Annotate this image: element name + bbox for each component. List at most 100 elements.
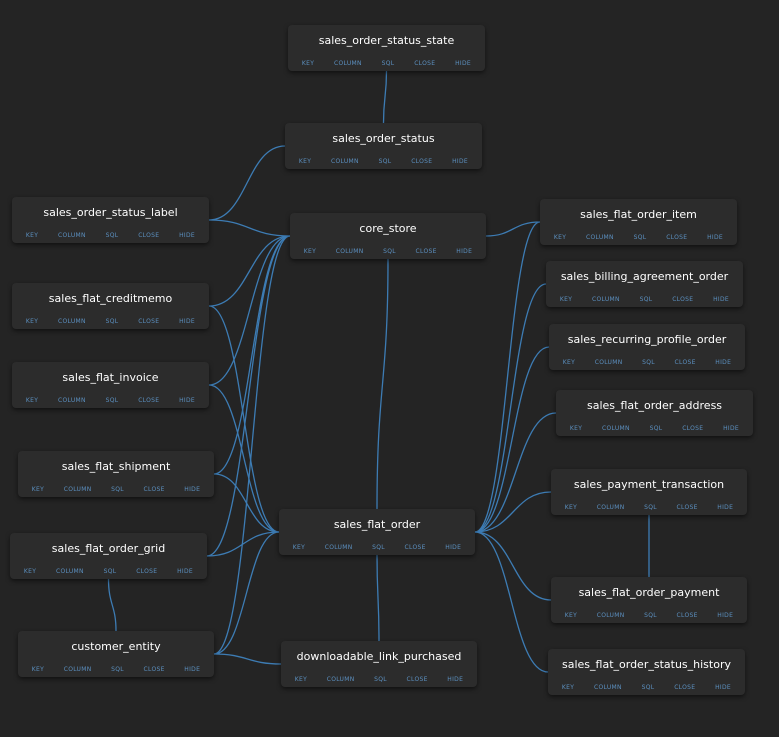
column-action[interactable]: COLUMN bbox=[601, 424, 630, 432]
column-action[interactable]: COLUMN bbox=[596, 611, 625, 619]
hide-action[interactable]: HIDE bbox=[445, 543, 462, 551]
sql-action[interactable]: SQL bbox=[378, 157, 392, 165]
close-action[interactable]: CLOSE bbox=[674, 683, 696, 691]
close-action[interactable]: CLOSE bbox=[143, 665, 165, 673]
column-action[interactable]: COLUMN bbox=[324, 543, 353, 551]
close-action[interactable]: CLOSE bbox=[411, 157, 433, 165]
key-action[interactable]: KEY bbox=[25, 396, 39, 404]
key-action[interactable]: KEY bbox=[23, 567, 37, 575]
sql-action[interactable]: SQL bbox=[105, 396, 119, 404]
column-action[interactable]: COLUMN bbox=[57, 231, 86, 239]
close-action[interactable]: CLOSE bbox=[138, 396, 160, 404]
sql-action[interactable]: SQL bbox=[111, 665, 124, 673]
column-action[interactable]: COLUMN bbox=[593, 683, 622, 691]
column-action[interactable]: COLUMN bbox=[63, 485, 92, 493]
hide-action[interactable]: HIDE bbox=[456, 247, 473, 255]
close-action[interactable]: CLOSE bbox=[406, 675, 428, 683]
column-action[interactable]: COLUMN bbox=[596, 503, 625, 511]
hide-action[interactable]: HIDE bbox=[707, 233, 724, 241]
key-action[interactable]: KEY bbox=[25, 231, 39, 239]
close-action[interactable]: CLOSE bbox=[674, 358, 696, 366]
hide-action[interactable]: HIDE bbox=[723, 424, 740, 432]
key-action[interactable]: KEY bbox=[553, 233, 567, 241]
key-action[interactable]: KEY bbox=[569, 424, 583, 432]
column-action[interactable]: COLUMN bbox=[55, 567, 84, 575]
close-action[interactable]: CLOSE bbox=[404, 543, 426, 551]
close-action[interactable]: CLOSE bbox=[676, 611, 698, 619]
sql-action[interactable]: SQL bbox=[374, 675, 387, 683]
key-action[interactable]: KEY bbox=[562, 358, 576, 366]
key-action[interactable]: KEY bbox=[559, 295, 573, 303]
close-action[interactable]: CLOSE bbox=[415, 247, 437, 255]
column-action[interactable]: COLUMN bbox=[57, 317, 86, 325]
key-action[interactable]: KEY bbox=[303, 247, 317, 255]
hide-action[interactable]: HIDE bbox=[447, 675, 464, 683]
hide-action[interactable]: HIDE bbox=[455, 59, 472, 67]
sql-action[interactable]: SQL bbox=[644, 611, 657, 619]
column-action[interactable]: COLUMN bbox=[330, 157, 359, 165]
sql-action[interactable]: SQL bbox=[381, 59, 395, 67]
sql-action[interactable]: SQL bbox=[105, 317, 119, 325]
key-action[interactable]: KEY bbox=[561, 683, 575, 691]
key-action[interactable]: KEY bbox=[31, 665, 45, 673]
hide-action[interactable]: HIDE bbox=[715, 358, 732, 366]
hide-action[interactable]: HIDE bbox=[717, 611, 734, 619]
sql-action[interactable]: SQL bbox=[383, 247, 396, 255]
sql-action[interactable]: SQL bbox=[633, 233, 647, 241]
sql-action[interactable]: SQL bbox=[103, 567, 117, 575]
key-action[interactable]: KEY bbox=[25, 317, 39, 325]
sql-action[interactable]: SQL bbox=[641, 683, 655, 691]
column-action[interactable]: COLUMN bbox=[591, 295, 620, 303]
close-action[interactable]: CLOSE bbox=[672, 295, 694, 303]
close-action[interactable]: CLOSE bbox=[138, 317, 160, 325]
sql-action[interactable]: SQL bbox=[105, 231, 119, 239]
sql-action[interactable]: SQL bbox=[649, 424, 663, 432]
key-action[interactable]: KEY bbox=[31, 485, 45, 493]
close-action[interactable]: CLOSE bbox=[682, 424, 704, 432]
column-action[interactable]: COLUMN bbox=[57, 396, 86, 404]
hide-action[interactable]: HIDE bbox=[179, 231, 196, 239]
hide-action[interactable]: HIDE bbox=[179, 317, 196, 325]
column-action[interactable]: COLUMN bbox=[63, 665, 92, 673]
key-action[interactable]: KEY bbox=[292, 543, 306, 551]
hide-action[interactable]: HIDE bbox=[717, 503, 734, 511]
column-action[interactable]: COLUMN bbox=[585, 233, 614, 241]
column-action[interactable]: COLUMN bbox=[333, 59, 362, 67]
hide-action[interactable]: HIDE bbox=[179, 396, 196, 404]
key-action[interactable]: KEY bbox=[298, 157, 312, 165]
close-action[interactable]: CLOSE bbox=[414, 59, 436, 67]
key-action[interactable]: KEY bbox=[294, 675, 308, 683]
sql-action[interactable]: SQL bbox=[642, 358, 655, 366]
sql-action[interactable]: SQL bbox=[644, 503, 657, 511]
close-action[interactable]: CLOSE bbox=[676, 503, 698, 511]
column-action[interactable]: COLUMN bbox=[326, 675, 355, 683]
close-action[interactable]: CLOSE bbox=[138, 231, 160, 239]
column-action[interactable]: COLUMN bbox=[594, 358, 623, 366]
key-action[interactable]: KEY bbox=[564, 503, 578, 511]
key-action[interactable]: KEY bbox=[301, 59, 315, 67]
hide-action[interactable]: HIDE bbox=[713, 295, 730, 303]
sql-action[interactable]: SQL bbox=[111, 485, 124, 493]
close-action[interactable]: CLOSE bbox=[143, 485, 165, 493]
sql-action[interactable]: SQL bbox=[639, 295, 653, 303]
key-action[interactable]: KEY bbox=[564, 611, 578, 619]
hide-action[interactable]: HIDE bbox=[184, 485, 201, 493]
column-action[interactable]: COLUMN bbox=[335, 247, 364, 255]
close-action[interactable]: CLOSE bbox=[666, 233, 688, 241]
hide-action[interactable]: HIDE bbox=[177, 567, 194, 575]
